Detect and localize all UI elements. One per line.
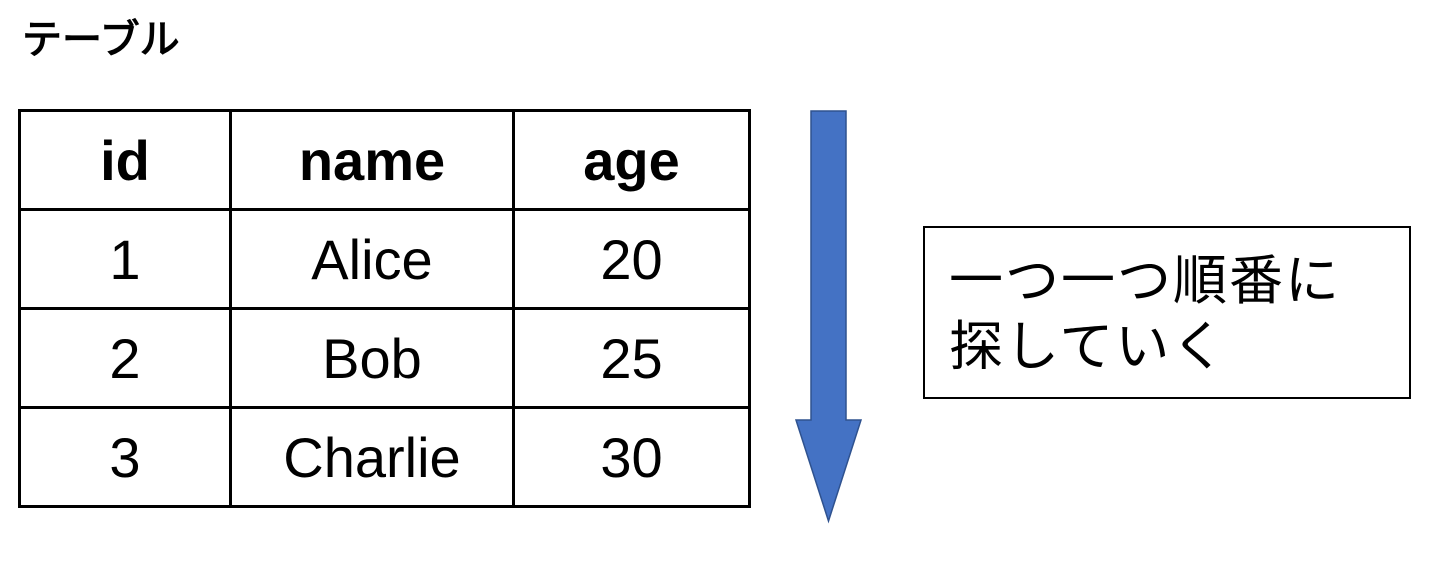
header-name: name (229, 109, 515, 211)
table-row: 3 Charlie 30 (18, 406, 751, 508)
down-arrow-icon (794, 110, 863, 524)
table-header-row: id name age (18, 109, 751, 211)
table-row: 1 Alice 20 (18, 208, 751, 310)
cell-id: 2 (18, 307, 232, 409)
table-row: 2 Bob 25 (18, 307, 751, 409)
header-age: age (512, 109, 751, 211)
cell-age: 25 (512, 307, 751, 409)
cell-age: 20 (512, 208, 751, 310)
note-line-2: 探していく (949, 317, 1228, 377)
cell-age: 30 (512, 406, 751, 508)
header-id: id (18, 109, 232, 211)
cell-name: Bob (229, 307, 515, 409)
diagram-title: テーブル (22, 18, 180, 62)
search-note-box: 一つ一つ順番に 探していく (923, 226, 1411, 399)
cell-name: Alice (229, 208, 515, 310)
cell-id: 3 (18, 406, 232, 508)
data-table: id name age 1 Alice 20 2 Bob 25 3 Charli… (18, 109, 751, 508)
note-line-1: 一つ一つ順番に (949, 251, 1341, 311)
cell-id: 1 (18, 208, 232, 310)
cell-name: Charlie (229, 406, 515, 508)
